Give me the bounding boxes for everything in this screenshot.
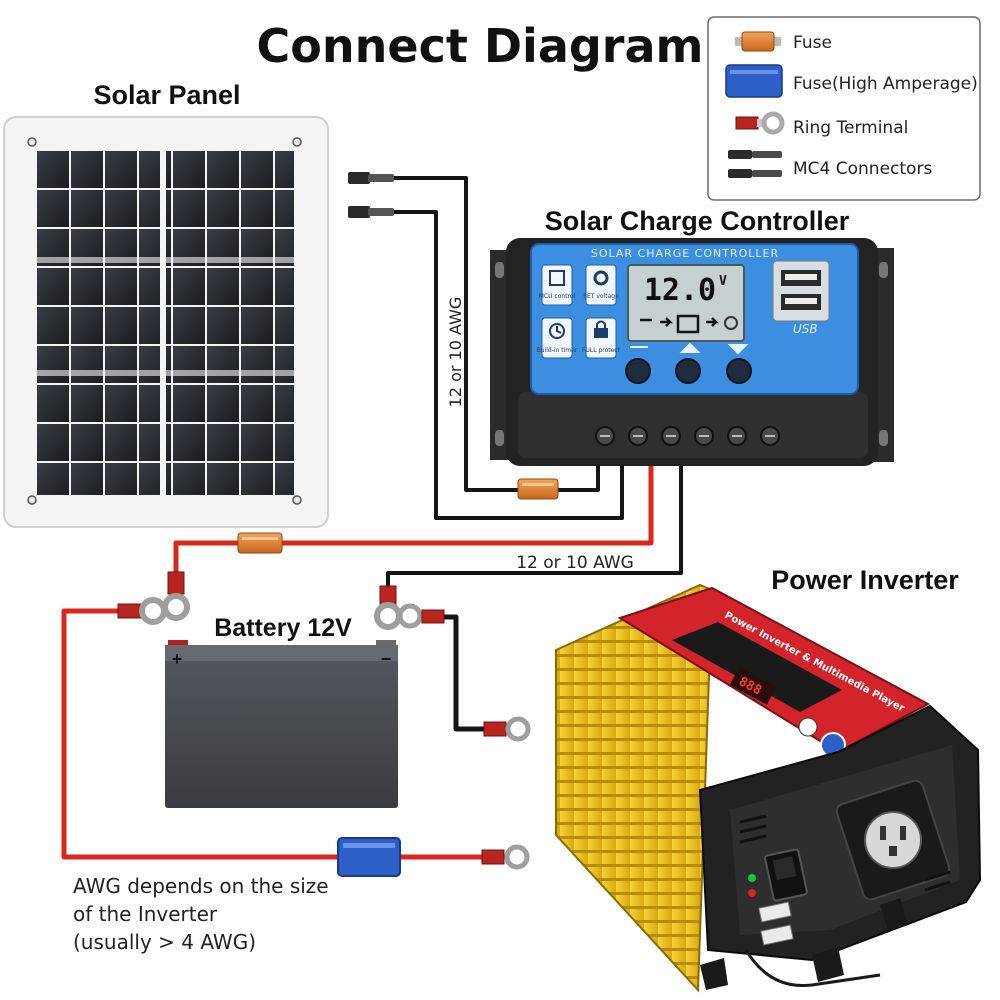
solar-wire-1 bbox=[392, 176, 600, 492]
solar-wire-2 bbox=[392, 210, 624, 520]
ring-terminal-icon bbox=[735, 111, 785, 135]
legend: Fuse Fuse(High Amperage) Ring Terminal M… bbox=[707, 16, 981, 201]
battery-inverter-positive-wire bbox=[61, 608, 485, 860]
inverter-usb-ports bbox=[758, 901, 794, 946]
controller-label: Solar Charge Controller bbox=[545, 206, 850, 236]
controller-mcu-icon: MCU control bbox=[539, 264, 576, 306]
controller-battery-negative-wire bbox=[386, 462, 683, 590]
mc4-connector-icon bbox=[728, 150, 782, 178]
controller-lcd-value: 12.0 bbox=[644, 273, 716, 308]
fuse-icon bbox=[735, 31, 781, 52]
ring-terminals bbox=[117, 571, 531, 870]
awg-note-line-1: AWG depends on the size bbox=[73, 874, 329, 898]
fuse-solar-line bbox=[517, 478, 559, 500]
controller-face-header: SOLAR CHARGE CONTROLLER bbox=[591, 247, 779, 260]
controller-button-up[interactable] bbox=[675, 358, 701, 384]
awg-note-line-2: of the Inverter bbox=[73, 902, 218, 926]
controller-battery-positive-wire bbox=[173, 462, 654, 575]
ring-terminal-inverter-positive bbox=[481, 844, 530, 870]
mc4-connectors bbox=[348, 172, 394, 218]
svg-text:MCU control: MCU control bbox=[539, 293, 576, 300]
solar-panel-label: Solar Panel bbox=[93, 80, 240, 110]
svg-text:Build-in timer: Build-in timer bbox=[537, 347, 578, 354]
svg-text:SET voltage: SET voltage bbox=[583, 293, 619, 300]
ring-terminal-battery-negative-top bbox=[374, 585, 402, 630]
awg-note-line-3: (usually > 4 AWG) bbox=[73, 930, 256, 954]
power-inverter: Power Inverter Power Inverter & Multimed… bbox=[555, 565, 982, 993]
battery-inverter-negative-wire bbox=[440, 614, 486, 732]
awg-label-vertical: 12 or 10 AWG bbox=[446, 297, 465, 408]
battery-body bbox=[165, 645, 398, 808]
inverter-label: Power Inverter bbox=[771, 565, 959, 595]
controller-button-menu[interactable] bbox=[625, 358, 651, 384]
legend-label-high-amp-fuse: Fuse(High Amperage) bbox=[793, 74, 978, 94]
battery-negative-sign: − bbox=[381, 649, 392, 669]
ring-terminal-battery-positive-top bbox=[162, 571, 190, 621]
svg-text:FULL protect: FULL protect bbox=[582, 347, 621, 354]
controller-usb-label: USB bbox=[793, 322, 818, 336]
battery: Battery 12V + − bbox=[165, 614, 398, 808]
ring-terminal-battery-negative-side bbox=[397, 603, 445, 629]
high-amp-fuse-icon bbox=[725, 64, 783, 98]
controller-protect-icon: FULL protect bbox=[582, 317, 621, 359]
inverter-led-red bbox=[748, 889, 756, 897]
awg-label-horizontal: 12 or 10 AWG bbox=[516, 553, 634, 573]
battery-label: Battery 12V bbox=[214, 614, 352, 642]
controller-button-down[interactable] bbox=[726, 358, 752, 384]
controller-terminals bbox=[595, 426, 780, 446]
high-amp-fuse-inverter-line bbox=[337, 837, 401, 877]
page-title: Connect Diagram bbox=[257, 19, 704, 73]
controller-timer-icon: Build-in timer bbox=[537, 317, 578, 359]
inverter-cord bbox=[744, 949, 881, 988]
inverter-led-green bbox=[748, 874, 756, 882]
ring-terminal-battery-positive-side bbox=[117, 597, 167, 625]
wiring bbox=[61, 176, 683, 860]
solar-charge-controller: Solar Charge Controller SOLAR CHARGE CON… bbox=[490, 206, 894, 466]
controller-set-voltage-icon: SET voltage bbox=[583, 264, 619, 306]
battery-positive-sign: + bbox=[172, 649, 183, 669]
fuse-battery-line bbox=[237, 532, 283, 554]
controller-usb-ports: USB bbox=[772, 260, 830, 336]
legend-label-ring-terminal: Ring Terminal bbox=[793, 118, 908, 138]
controller-lcd-unit: V bbox=[719, 274, 727, 289]
legend-label-fuse: Fuse bbox=[793, 33, 832, 53]
solar-panel: Solar Panel bbox=[3, 80, 329, 528]
legend-label-mc4: MC4 Connectors bbox=[793, 159, 932, 179]
ring-terminal-inverter-negative bbox=[483, 716, 531, 742]
